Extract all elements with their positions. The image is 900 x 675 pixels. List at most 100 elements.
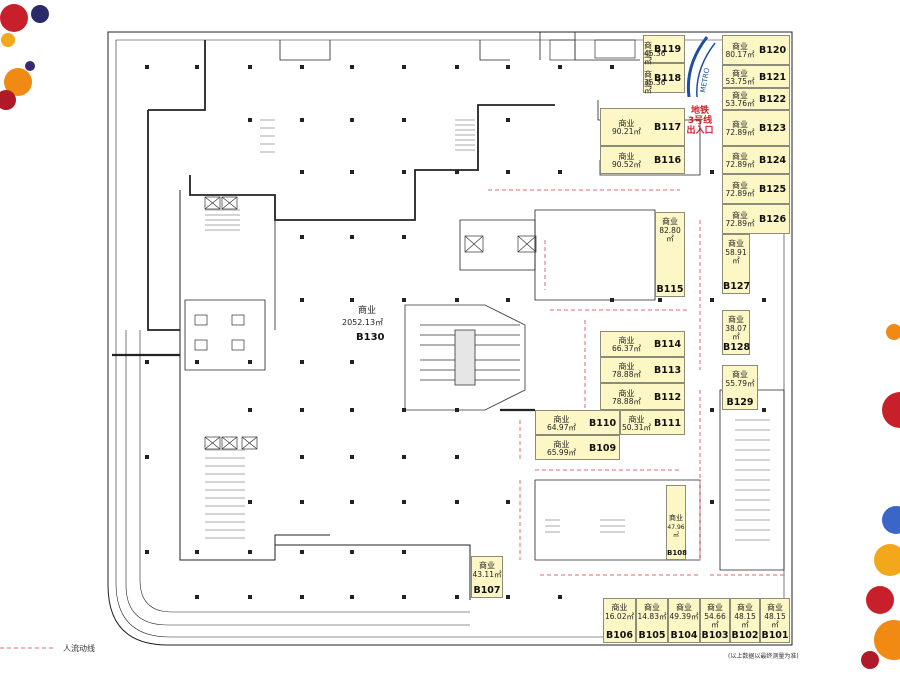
metro-line-1: 地铁 [690, 106, 709, 116]
shop-unit-name: 商业 [618, 362, 635, 371]
shop-unit-name: 商业 [732, 42, 748, 51]
shop-unit-area: 54.66㎡ [704, 612, 726, 629]
shop-unit-code: B128 [723, 342, 751, 353]
shop-unit-code: B127 [723, 281, 751, 292]
shop-unit-code: B120 [759, 45, 787, 56]
shop-unit-area: 43.11㎡ [472, 570, 502, 579]
shop-unit-code: B118 [654, 73, 682, 84]
shop-unit-name: 商业 [732, 91, 748, 100]
shop-unit-name: 商业 [553, 439, 570, 449]
metro-line-2: 3号线 [687, 116, 713, 126]
shop-unit-code: B124 [759, 155, 787, 166]
shop-unit-name: 商业 [732, 181, 748, 190]
shop-unit-area: 65.99㎡ [547, 447, 576, 457]
main-store-label: 商业 2052.13㎡ B130 [340, 303, 400, 345]
shop-unit-area: 47.96㎡ [667, 524, 685, 539]
shop-unit-name: 商业 [767, 603, 783, 612]
metro-logo-text: METRO [699, 67, 711, 94]
shop-unit-name: 商业 [732, 211, 748, 220]
shop-unit-code: B108 [667, 549, 687, 557]
shop-unit-area: 35.36㎡ [644, 78, 666, 95]
shop-unit-name: 商业 [728, 315, 744, 324]
shop-unit-name: 商业 [479, 561, 495, 570]
shop-unit-name: 商业 [618, 152, 635, 161]
shop-unit-area: 82.80㎡ [659, 226, 681, 243]
shop-unit-code: B119 [654, 44, 682, 55]
shop-unit-name: 商业 [618, 388, 635, 398]
shop-unit-code: B110 [589, 417, 617, 429]
shop-unit-code: B116 [654, 155, 682, 166]
shop-unit-area: 53.76㎡ [725, 99, 755, 108]
decor-splash-top-left [0, 4, 49, 110]
shop-unit-area: 38.07㎡ [725, 324, 747, 341]
shop-unit-area: 66.37㎡ [612, 344, 641, 353]
shop-unit-code: B103 [701, 630, 729, 641]
shop-unit-name: 商业 [732, 370, 748, 379]
shop-unit-code: B107 [473, 585, 501, 596]
shop-unit-area: 14.83㎡ [637, 612, 667, 621]
shop-unit-name: 商业 [644, 603, 660, 612]
shop-unit-code: B106 [605, 630, 634, 641]
shop-unit-area: 48.15㎡ [764, 612, 786, 629]
shop-unit-area: 58.91㎡ [725, 248, 747, 265]
shop-unit-area: 72.89㎡ [725, 219, 755, 228]
shop-unit-area: 72.89㎡ [725, 128, 755, 137]
main-store-code: B130 [356, 332, 385, 343]
shop-unit-code: B129 [726, 397, 754, 408]
shop-unit-name: 商业 [732, 120, 748, 129]
shop-unit-name: 商业 [732, 68, 748, 78]
shop-unit-area: 64.97㎡ [547, 422, 576, 432]
shop-unit-area: 50.31㎡ [622, 422, 651, 432]
shop-unit-name: 商业 [611, 603, 628, 612]
shop-unit-code: B104 [670, 630, 698, 641]
shop-unit-name: 商业 [662, 217, 678, 226]
shop-unit-area: 80.17㎡ [725, 50, 755, 59]
shop-unit-code: B102 [731, 630, 759, 641]
shop-unit-name: 商业 [618, 336, 635, 345]
shop-unit-code: B122 [759, 94, 787, 105]
shop-unit-code: B109 [589, 442, 617, 454]
shop-unit-area: 49.39㎡ [669, 612, 699, 621]
shop-unit-area: 78.88㎡ [612, 396, 641, 406]
shop-unit-area: 90.21㎡ [612, 127, 641, 136]
shop-unit-code: B125 [759, 184, 787, 195]
shop-unit-code: B126 [759, 214, 787, 225]
shop-unit-code: B115 [656, 284, 684, 295]
metro-line-3: 出入口 [686, 126, 714, 136]
shop-unit-area: 16.02㎡ [605, 612, 634, 621]
shop-unit-name: 商业 [553, 414, 570, 424]
shop-unit-area: 78.88㎡ [612, 370, 641, 379]
shop-unit-area: 45.36㎡ [644, 49, 666, 66]
shop-unit-code: B121 [759, 71, 787, 83]
shop-unit-code: B123 [759, 123, 787, 134]
shop-unit-name: 商业 [707, 603, 723, 612]
shop-unit-area: 53.75㎡ [725, 76, 755, 86]
shop-unit-code: B114 [654, 339, 682, 350]
shop-unit-name: 商业 [737, 603, 753, 612]
shop-unit-code: B111 [654, 417, 682, 429]
metro-logo-icon: METRO [686, 36, 716, 97]
decor-splash-right [861, 324, 900, 669]
shop-unit-area: 48.15㎡ [734, 612, 756, 629]
shop-unit-name: 商业 [676, 603, 692, 612]
